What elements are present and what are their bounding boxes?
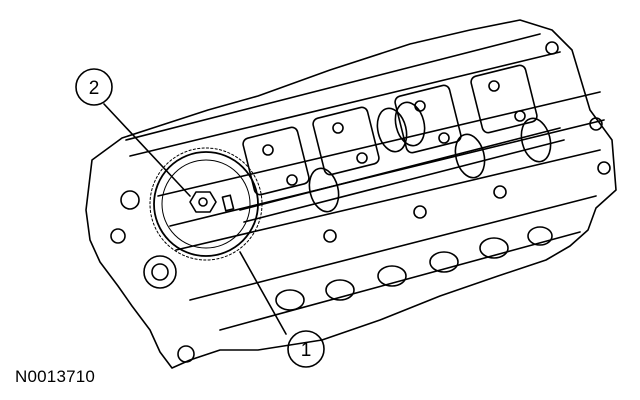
port-bosses bbox=[275, 185, 553, 311]
bolt-icon bbox=[189, 191, 235, 213]
callout-1-label: 1 bbox=[301, 340, 312, 361]
callout-2-leader bbox=[103, 103, 191, 197]
camshaft-sprocket-icon bbox=[149, 147, 263, 261]
callout-2-circle bbox=[75, 68, 113, 106]
front-face-details bbox=[110, 41, 611, 363]
callout-2-label: 2 bbox=[89, 78, 100, 99]
callout-1-leader bbox=[239, 251, 287, 335]
camshaft-icon bbox=[239, 101, 565, 223]
cam-bearing-caps bbox=[242, 64, 538, 196]
figure-reference-id: N0013710 bbox=[15, 367, 96, 386]
callout-1-circle bbox=[287, 330, 325, 368]
